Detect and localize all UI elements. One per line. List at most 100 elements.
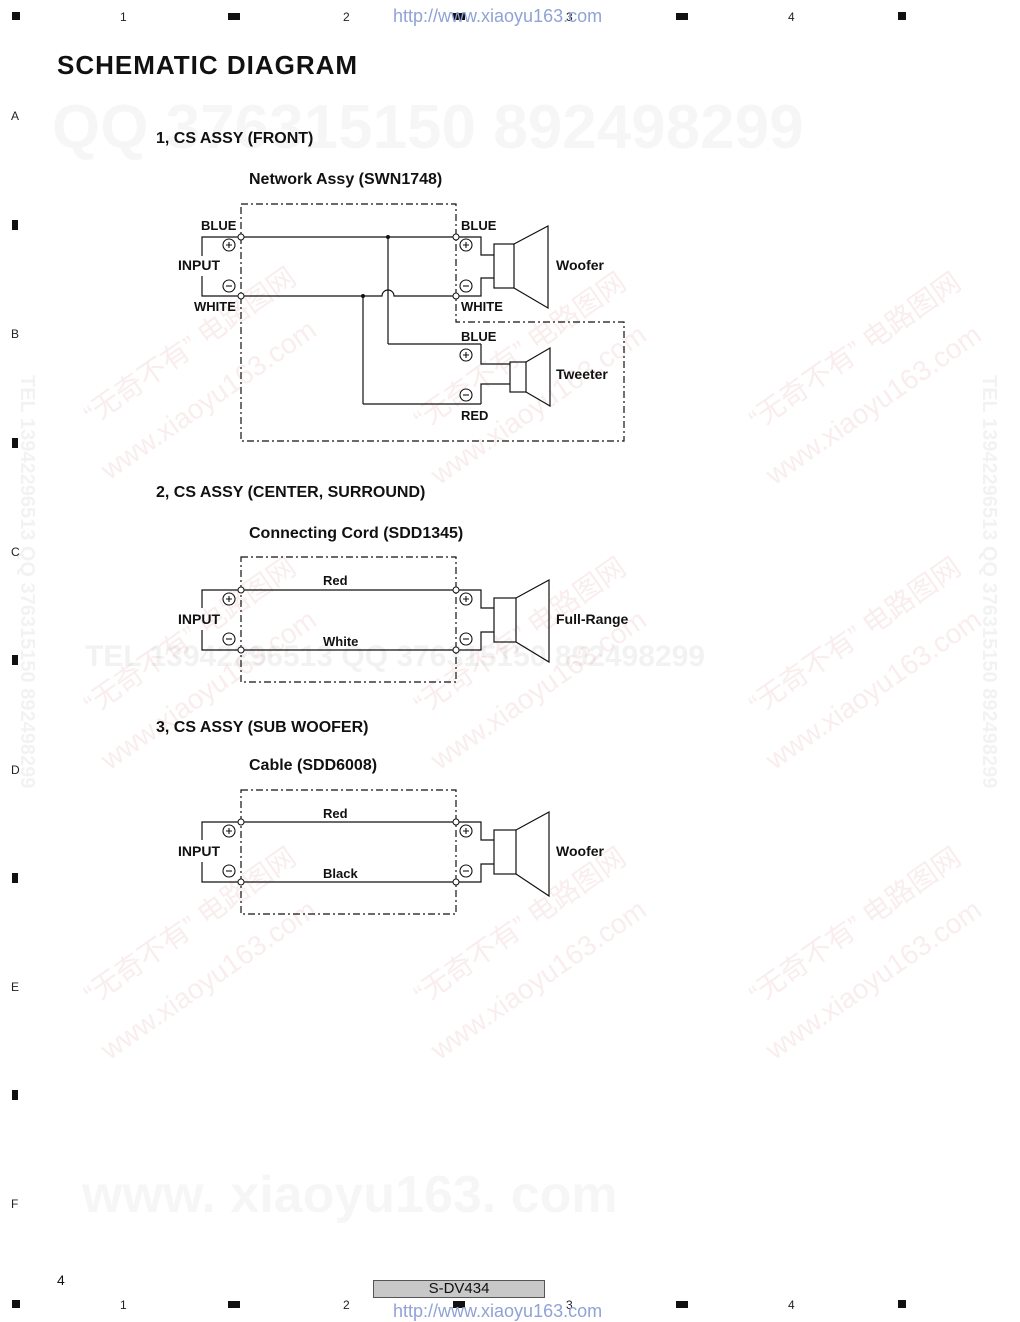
grid-mark-top-2: [453, 13, 465, 20]
s2-label-input: INPUT: [178, 611, 220, 627]
terminal: [237, 646, 245, 654]
plus-icon: [222, 238, 236, 252]
fullrange-magnet: [493, 597, 517, 643]
s3-speaker-lead-plus: [456, 821, 494, 841]
s3-input-lead-plus: [201, 821, 241, 840]
grid-mark-top-3: [676, 13, 688, 20]
s3-input-lead-minus: [201, 862, 241, 883]
s1-label-out-blue: BLUE: [461, 218, 497, 233]
input-lead-plus: [201, 236, 241, 256]
grid-mark-left-5: [12, 1090, 18, 1100]
model-badge: S-DV434: [373, 1280, 545, 1298]
terminal: [237, 818, 245, 826]
grid-mark-left-1: [12, 220, 18, 230]
grid-mark-top-1: [228, 13, 240, 20]
s1-label-tweeter: Tweeter: [556, 366, 608, 382]
terminal: [237, 292, 245, 300]
minus-icon: [459, 864, 473, 878]
grid-mark-bottom-1: [228, 1301, 240, 1308]
junction-dot-white: [361, 294, 365, 298]
minus-icon: [222, 632, 236, 646]
woofer-magnet: [493, 243, 515, 289]
s3-label-woofer: Woofer: [556, 843, 604, 859]
s1-label-in-white: WHITE: [194, 299, 236, 314]
terminal: [452, 586, 460, 594]
s1-label-tw-blue: BLUE: [461, 329, 497, 344]
row-label-f: F: [11, 1197, 19, 1211]
grid-mark-bottom-3: [676, 1301, 688, 1308]
plus-icon: [459, 348, 473, 362]
row-label-a: A: [11, 109, 20, 123]
col-label-top-4: 4: [788, 10, 795, 24]
minus-icon: [459, 388, 473, 402]
col-label-top-2: 2: [343, 10, 350, 24]
corner-mark-bottom-left: [12, 1300, 20, 1308]
page-title: SCHEMATIC DIAGRAM: [57, 50, 359, 80]
tweeter-cone: [525, 346, 551, 408]
terminal: [237, 878, 245, 886]
s2-speaker-lead-plus: [456, 589, 494, 609]
s3-speaker-lead-minus: [456, 863, 494, 883]
minus-icon: [459, 279, 473, 293]
col-label-bottom-3: 3: [566, 1298, 573, 1312]
tweeter-lead-minus: [480, 383, 510, 404]
section2-heading: 2, CS ASSY (CENTER, SURROUND): [156, 484, 426, 501]
plus-icon: [459, 824, 473, 838]
woofer-lead-plus: [456, 236, 494, 256]
input-lead-minus: [201, 276, 241, 297]
s3-label-red: Red: [323, 806, 348, 821]
woofer-cone: [513, 225, 549, 310]
plus-icon: [222, 592, 236, 606]
grid-mark-left-2: [12, 438, 18, 448]
corner-mark-top-left: [12, 12, 20, 20]
s1-label-out-white: WHITE: [461, 299, 503, 314]
col-label-top-3: 3: [566, 10, 573, 24]
s2-input-lead-plus: [201, 589, 241, 608]
section3-heading: 3, CS ASSY (SUB WOOFER): [156, 719, 369, 736]
s3-label-black: Black: [323, 866, 358, 881]
terminal: [452, 233, 460, 241]
s2-label-fullrange: Full-Range: [556, 611, 629, 627]
s2-label-white: White: [323, 634, 359, 649]
section1-heading: 1, CS ASSY (FRONT): [156, 130, 314, 147]
woofer-lead-minus: [456, 277, 494, 297]
tweeter-magnet: [509, 361, 527, 393]
terminal: [452, 646, 460, 654]
s1-label-tw-red: RED: [461, 408, 489, 423]
s2-label-red: Red: [323, 573, 348, 588]
footer-url-link[interactable]: http://www.xiaoyu163.com: [393, 1301, 603, 1321]
col-label-top-1: 1: [120, 10, 127, 24]
row-label-c: C: [11, 545, 20, 559]
row-label-d: D: [11, 763, 20, 777]
s2-speaker-lead-minus: [456, 631, 494, 651]
junction-dot-blue: [386, 235, 390, 239]
network-assy-box: [240, 203, 625, 442]
col-label-bottom-4: 4: [788, 1298, 795, 1312]
grid-mark-left-4: [12, 873, 18, 883]
terminal: [452, 292, 460, 300]
header-url-link[interactable]: http://www.xiaoyu163.com: [393, 6, 603, 26]
s1-label-in-blue: BLUE: [201, 218, 237, 233]
terminal: [237, 233, 245, 241]
plus-icon: [459, 238, 473, 252]
section1-box-title: Network Assy (SWN1748): [249, 171, 443, 188]
section2-box-title: Connecting Cord (SDD1345): [249, 525, 464, 542]
minus-icon: [459, 632, 473, 646]
row-label-e: E: [11, 980, 20, 994]
plus-icon: [222, 824, 236, 838]
subwoofer-magnet: [493, 829, 517, 875]
grid-mark-bottom-2: [453, 1301, 465, 1308]
grid-mark-left-3: [12, 655, 18, 665]
terminal: [452, 878, 460, 886]
s3-label-input: INPUT: [178, 843, 220, 859]
connecting-cord-box: [240, 556, 457, 683]
page-number: 4: [57, 1272, 65, 1288]
cable-box: [240, 789, 457, 915]
terminal: [237, 586, 245, 594]
minus-icon: [222, 279, 236, 293]
row-label-b: B: [11, 327, 20, 341]
fullrange-cone: [515, 578, 550, 664]
s2-input-lead-minus: [201, 630, 241, 651]
tweeter-lead-plus: [480, 344, 510, 365]
